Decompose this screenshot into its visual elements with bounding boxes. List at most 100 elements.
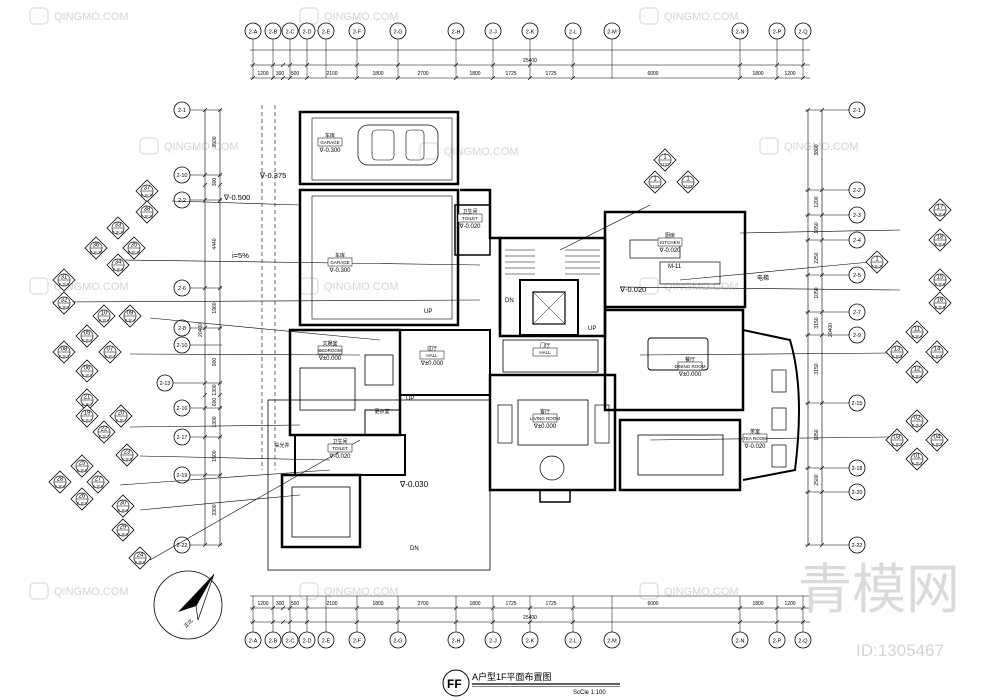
dim-bottom: 2100 — [326, 601, 337, 607]
callout-ref: 1 — [663, 155, 667, 161]
callout-ref: 29 — [120, 525, 127, 531]
axis-label-right: 2-15 — [851, 401, 862, 407]
axis-label-right: 2-18 — [851, 466, 862, 472]
axis-label-top: 2-F — [353, 30, 362, 36]
dim-left: 1500 — [212, 450, 218, 461]
watermark-tile-text: QINGMO.COM — [54, 586, 129, 598]
callout-diamond: 15E.1F.6 — [928, 268, 952, 292]
room-name-en: HALL — [539, 350, 551, 355]
axis-label-top: 2-H — [452, 30, 461, 36]
callout-ref: 13 — [894, 347, 901, 353]
room-level: ∇-0.300 — [318, 147, 341, 154]
callout-ref: 28 — [57, 477, 64, 483]
dim-top: 1200 — [257, 71, 268, 77]
callout-sheet: E.1F.10 — [141, 194, 153, 198]
watermark-tile-text: QINGMO.COM — [664, 281, 739, 293]
watermark-tile: QINGMO.COM — [759, 137, 859, 155]
callout-diamond: 33E.1F.10 — [106, 216, 130, 240]
room-name-cn: 过厅 — [427, 345, 437, 352]
callout-sheet: E.1F.1 — [912, 424, 922, 428]
room-name-en: DINING ROOM — [675, 364, 706, 369]
callout-ref: 36 — [93, 243, 100, 249]
dim-left-total: 20400 — [198, 323, 204, 337]
callout-ref: 16 — [937, 298, 944, 304]
dim-top: 500 — [291, 71, 300, 77]
axis-label-bottom: 2-B — [269, 639, 278, 645]
callout-ref: 26 — [79, 494, 86, 500]
callout-sheet: E.1F.4 — [99, 319, 109, 323]
room-name-cn: 门厅 — [540, 342, 550, 349]
callout-ref: 09 — [127, 311, 134, 317]
dim-bottom: 300 — [276, 601, 285, 607]
callout-diamond: 34E.1F.9 — [106, 253, 130, 277]
room-level: ∇±0.000 — [678, 371, 702, 378]
dim-top: 1800 — [372, 71, 383, 77]
callout-ref: 10 — [101, 311, 108, 317]
callout-ref: 21 — [84, 395, 91, 401]
axis-label-top: 2-N — [736, 30, 745, 36]
axis-label-top: 2-Q — [798, 30, 808, 36]
callout-diamond: 28E.1F.8 — [48, 470, 72, 494]
axis-label-top: 2-C — [286, 30, 295, 36]
callout-ref: 31 — [61, 275, 68, 281]
room-level: ∇-0.020 — [658, 247, 681, 254]
dim-top: 1200 — [784, 71, 795, 77]
watermark-tile: QINGMO.COM — [299, 582, 399, 600]
dim-right: 1050 — [814, 429, 820, 440]
room-name-en: BEDROOM — [318, 348, 342, 353]
dim-right: 3150 — [814, 317, 820, 328]
dim-right: 3150 — [814, 363, 820, 374]
callout-sheet: E.1F.11 — [871, 265, 883, 269]
callout-ref: 08 — [61, 347, 68, 353]
watermark-tile-text: QINGMO.COM — [664, 586, 739, 598]
watermark-tile-text: QINGMO.COM — [324, 11, 399, 23]
dim-left: 3500 — [212, 136, 218, 147]
north-arrow-circle — [153, 570, 223, 640]
callout-diamond: 30E.1F.9 — [111, 494, 135, 518]
title-block: FF A户型1F平面布置图 ScCle 1:100 — [442, 669, 620, 697]
callout-diamond: 02E.1F.1 — [905, 409, 929, 433]
callout-diamond: 24E.1F.8 — [128, 546, 152, 570]
dim-right: 2250 — [814, 252, 820, 263]
level-mark: ∇-0.030 — [399, 480, 429, 489]
dim-left: 1300 — [212, 416, 218, 427]
watermark-tile-text: QINGMO.COM — [664, 11, 739, 23]
room-name-cn: 餐厅 — [685, 356, 695, 363]
axis-label-bottom: 2-J — [489, 639, 497, 645]
callout-ref: 30 — [120, 501, 127, 507]
callout-diamond: 1LT.02 — [643, 170, 667, 194]
axis-label-left: 2-19 — [176, 473, 187, 479]
callout-diamond: 06E.1F.3 — [75, 359, 99, 383]
dim-top: 1800 — [752, 71, 763, 77]
axis-label-bottom: 2-L — [569, 639, 577, 645]
callout-diamond: 04E.1F.2 — [925, 428, 949, 452]
room-level: ∇-0.020 — [743, 443, 766, 450]
dim-top: 6000 — [647, 71, 658, 77]
watermark-tile: QINGMO.COM — [29, 582, 129, 600]
axis-label-top: 2-G — [393, 30, 402, 36]
dim-left: 4440 — [212, 238, 218, 249]
dim-right: 1050 — [814, 287, 820, 298]
dim-bottom: 1200 — [784, 601, 795, 607]
axis-label-left: 2-13 — [159, 381, 170, 387]
room-level: ∇-0.020 — [458, 223, 481, 230]
dim-right-total: 20400 — [828, 323, 834, 337]
callout-diamond: 14E.1F.5 — [925, 340, 949, 364]
room-level: ∇-0.020 — [328, 453, 351, 460]
callout-diamond: 19E.1F.7 — [75, 404, 99, 428]
dim-left: 900 — [212, 358, 218, 367]
callout-sheet: E.1F.10 — [128, 251, 140, 255]
callout-diamond: 12E.1F.4 — [905, 360, 929, 384]
north-arrow-icon — [178, 574, 214, 612]
callout-ref: 34 — [115, 260, 122, 266]
